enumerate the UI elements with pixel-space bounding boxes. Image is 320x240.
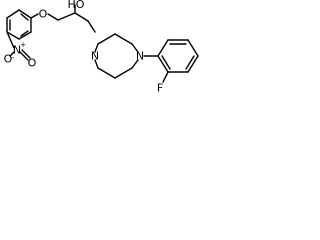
bond — [162, 71, 169, 83]
bond — [18, 31, 32, 40]
double-bond-inner — [185, 55, 195, 70]
bond — [131, 43, 139, 53]
fluorophenyl-ring — [157, 39, 199, 73]
bond — [94, 59, 99, 69]
double-bond-inner — [21, 49, 31, 59]
chemical-structure-diagram: O HO N + O - O N N F — [4, 0, 199, 95]
bond — [187, 55, 199, 73]
piperazine-n1-label: N — [91, 50, 99, 63]
bond — [6, 31, 15, 49]
bond — [30, 13, 39, 19]
double-bond-inner — [20, 30, 29, 37]
bond — [94, 43, 99, 53]
fluorine-label: F — [157, 82, 163, 95]
nitro-plus-charge: + — [20, 41, 26, 49]
piperazine-ring — [94, 33, 139, 79]
bond — [47, 13, 59, 21]
bond — [157, 39, 169, 57]
double-bond-inner — [161, 55, 171, 70]
double-bond-inner — [20, 13, 29, 21]
nitro-oxygen-label: O — [28, 57, 37, 70]
bond — [157, 55, 169, 73]
bond — [6, 31, 20, 40]
bond — [18, 9, 32, 19]
bond — [9, 51, 15, 57]
bond — [6, 9, 20, 19]
hydroxyl-label: HO — [68, 0, 85, 11]
bond — [187, 39, 199, 57]
bond — [114, 33, 133, 45]
ether-oxygen-label: O — [39, 8, 48, 21]
nitro-minus-charge: - — [12, 54, 15, 62]
nitro-nitrogen-label: N — [13, 44, 21, 57]
nitro-oxygen-minus-label: O — [4, 53, 13, 66]
bond — [97, 67, 116, 79]
bond — [114, 67, 133, 79]
bond — [74, 12, 89, 22]
bond — [19, 51, 29, 61]
nitrophenyl-ring — [6, 9, 32, 40]
bond — [97, 33, 116, 45]
bond — [87, 20, 96, 33]
bond — [57, 12, 76, 21]
bond — [131, 59, 139, 69]
piperazine-n4-label: N — [136, 50, 144, 63]
